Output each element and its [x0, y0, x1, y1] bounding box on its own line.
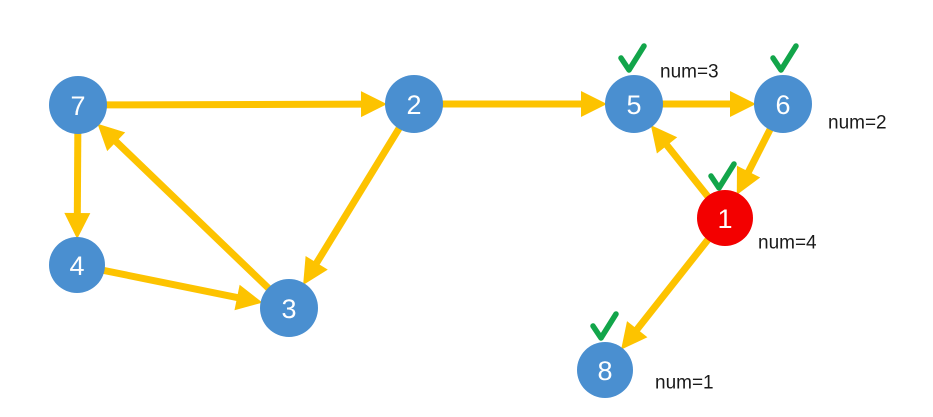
node-8[interactable]: 8 — [577, 342, 633, 398]
num-label-node-1: num=4 — [758, 233, 817, 254]
node-5[interactable]: 5 — [605, 75, 663, 133]
node-label-7: 7 — [70, 91, 85, 121]
num-label-node-5: num=3 — [660, 62, 719, 83]
arrowhead-2-to-5 — [581, 91, 607, 117]
edges-layer — [64, 91, 774, 350]
arrowhead-3-to-7 — [97, 123, 126, 152]
edge-3-to-7 — [97, 123, 272, 292]
arrowhead-1-to-8 — [621, 321, 648, 350]
edge-7-to-2 — [104, 91, 388, 118]
node-6[interactable]: 6 — [754, 75, 812, 133]
node-7[interactable]: 7 — [49, 76, 107, 134]
num-label-node-8: num=1 — [655, 373, 714, 394]
checkmark-icon-node-5 — [618, 43, 647, 73]
checkmark-icon-node-1 — [708, 161, 737, 191]
checkmark-icon-node-6 — [770, 43, 799, 73]
edge-2-to-3 — [303, 125, 403, 285]
node-label-4: 4 — [69, 251, 84, 281]
node-1[interactable]: 1 — [697, 190, 753, 246]
num-labels-layer: num=3 num=2 num=4 num=1 — [655, 62, 887, 394]
node-3[interactable]: 3 — [260, 279, 318, 337]
arrowhead-7-to-4 — [64, 212, 91, 240]
edge-7-to-4 — [64, 131, 91, 240]
node-label-5: 5 — [626, 90, 641, 120]
node-label-6: 6 — [775, 90, 790, 120]
checkmarks-layer — [590, 43, 799, 341]
node-4[interactable]: 4 — [49, 237, 105, 293]
node-circle-3[interactable] — [260, 279, 318, 337]
node-label-2: 2 — [406, 90, 421, 120]
checkmark-icon-node-8 — [590, 311, 619, 341]
arrowhead-1-to-5 — [650, 125, 678, 154]
node-2[interactable]: 2 — [385, 75, 443, 133]
node-circle-6[interactable] — [754, 75, 812, 133]
edge-5-to-6 — [661, 91, 756, 117]
num-label-node-6: num=2 — [828, 113, 887, 134]
node-circle-2[interactable] — [385, 75, 443, 133]
node-circle-1[interactable] — [697, 190, 753, 246]
edge-1-to-8 — [621, 236, 712, 350]
node-label-8: 8 — [597, 356, 612, 386]
node-label-1: 1 — [717, 204, 732, 234]
node-circle-5[interactable] — [605, 75, 663, 133]
arrowhead-5-to-6 — [730, 91, 756, 117]
arrowhead-7-to-2 — [360, 91, 388, 118]
node-circle-7[interactable] — [49, 76, 107, 134]
arrowhead-4-to-3 — [234, 284, 263, 311]
edge-2-to-5 — [441, 91, 607, 117]
edge-4-to-3 — [101, 266, 263, 311]
edge-1-to-5 — [650, 125, 712, 200]
edge-6-to-1 — [736, 126, 774, 195]
node-circle-8[interactable] — [577, 342, 633, 398]
node-circle-4[interactable] — [49, 237, 105, 293]
node-label-3: 3 — [281, 294, 296, 324]
arrowhead-2-to-3 — [303, 256, 328, 285]
arrowhead-6-to-1 — [736, 165, 761, 195]
nodes-layer: 7 2 5 6 4 3 1 8 — [49, 75, 812, 398]
